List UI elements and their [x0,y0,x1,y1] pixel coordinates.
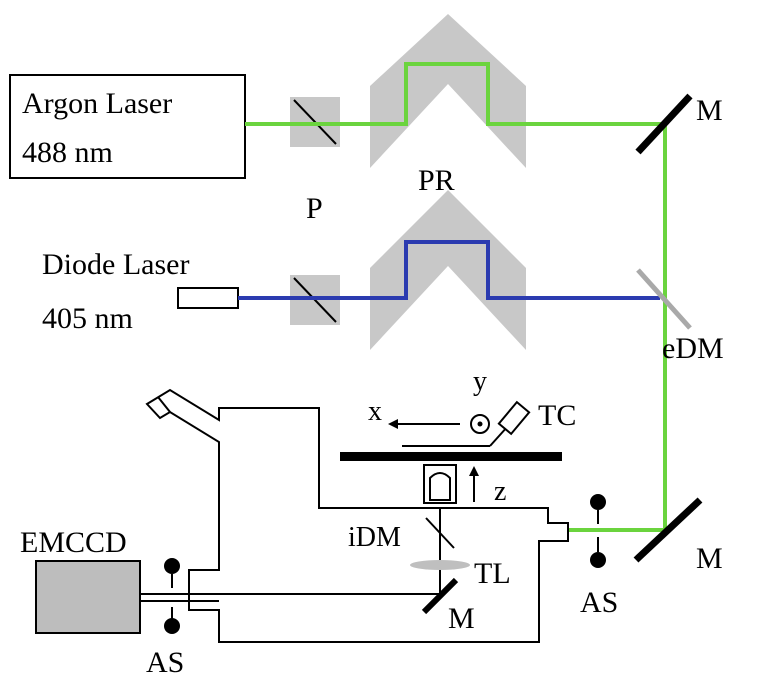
as-left-label: AS [146,646,184,679]
mirror-top [635,93,693,155]
z-arrow-head [469,466,479,476]
tc-label: TC [538,399,576,432]
edm-label: eDM [662,332,724,365]
as-right-label: AS [580,586,618,619]
argon-wavelength-label: 488 nm [22,136,113,169]
x-arrow-head [388,419,398,429]
eyepiece-edge [157,396,171,413]
sample-stage [340,452,562,461]
tube-lens [410,560,470,570]
diode-wavelength-label: 405 nm [42,302,133,335]
prism-label: PR [418,164,455,197]
prism-top [370,14,526,168]
green-beam-path [245,62,667,532]
internal-dichroic-mirror [425,517,455,549]
emccd-camera [35,560,141,634]
mirror-top-label: M [696,94,723,127]
axis-y-label: y [473,366,487,397]
blue-beam-path [238,240,660,300]
y-axis-dot [477,421,483,427]
tube-lens-label: TL [474,557,511,590]
objective-lens-tip [429,472,451,501]
diode-laser-box [177,287,239,309]
temperature-controller [497,400,531,436]
aperture-shutter-left [164,558,180,634]
diode-laser-label: Diode Laser [42,248,189,281]
mirror-bottom-right-label: M [696,542,723,575]
prism-bottom [370,190,526,350]
argon-laser-box [9,74,246,179]
polarizer-label: P [306,192,323,225]
aperture-shutter-right [590,494,606,568]
mirror-inner [421,577,459,615]
mirror-bottom-right [633,497,703,563]
argon-laser-label: Argon Laser [22,87,172,120]
emccd-label: EMCCD [20,526,127,559]
excitation-dichroic-mirror [636,268,692,330]
mirror-inner-label: M [448,602,475,635]
microscope-body [145,388,569,643]
axis-x-label: x [368,396,382,427]
axis-z-label: z [494,476,506,507]
idm-label: iDM [348,522,401,553]
